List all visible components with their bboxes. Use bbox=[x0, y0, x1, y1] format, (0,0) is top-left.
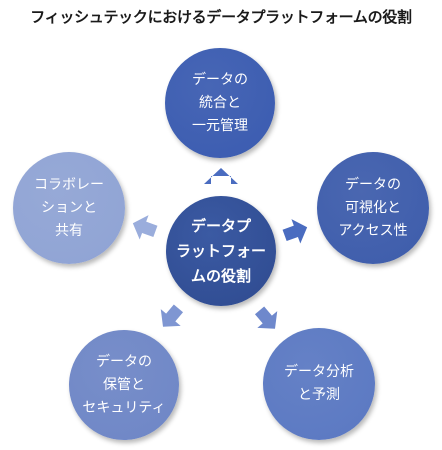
node-data-analysis-label: データ分析 と予測 bbox=[284, 364, 354, 403]
node-data-storage: データの 保管と セキュリティ bbox=[69, 330, 179, 440]
node-data-visualization: データの 可視化と アクセス性 bbox=[317, 152, 429, 264]
arrow-down-left-icon bbox=[160, 304, 184, 327]
arrow-left-icon bbox=[132, 215, 158, 240]
node-collaboration: コラボレー ションと 共有 bbox=[13, 152, 125, 264]
node-center-platform-role: データプ ラットフォー ムの役割 bbox=[166, 196, 276, 306]
node-data-integration: データの 統合と 一元管理 bbox=[165, 48, 275, 158]
node-collaboration-label: コラボレー ションと 共有 bbox=[34, 176, 104, 239]
arrow-up-icon bbox=[204, 168, 238, 184]
node-data-analysis: データ分析 と予測 bbox=[263, 328, 375, 440]
node-data-integration-label: データの 統合と 一元管理 bbox=[192, 71, 248, 134]
arrow-right-icon bbox=[282, 219, 308, 244]
diagram-title: フィッシュテックにおけるデータプラットフォームの役割 bbox=[30, 8, 412, 26]
node-data-storage-label: データの 保管と セキュリティ bbox=[82, 353, 166, 416]
node-center-label: データプ ラットフォー ムの役割 bbox=[175, 216, 266, 285]
arrow-down-right-icon bbox=[254, 306, 278, 329]
node-data-visualization-label: データの 可視化と アクセス性 bbox=[338, 176, 408, 239]
